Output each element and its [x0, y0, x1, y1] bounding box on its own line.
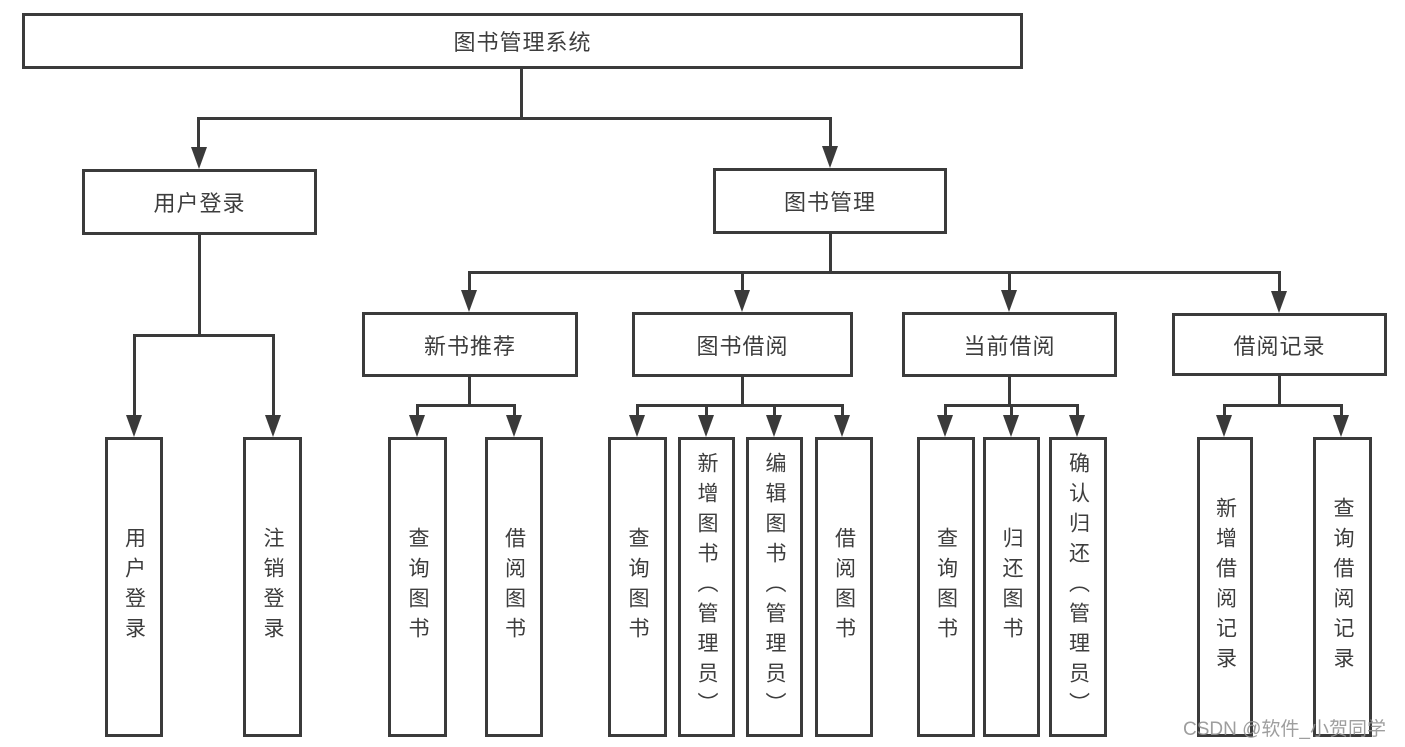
csdn-watermark: CSDN @软件_小贺同学	[1183, 719, 1386, 740]
leaf-edit-book-admin: 编辑图书（管理员）	[746, 437, 803, 737]
arrowhead-cb-confirm-icon	[1069, 415, 1085, 437]
node-root-label: 图书管理系统	[453, 30, 592, 55]
leaf-recommend-query-book: 查询图书	[388, 437, 447, 737]
node-new-book-recommend-label: 新书推荐	[423, 333, 516, 359]
connector-book-borrow-rail	[636, 404, 844, 407]
node-book-borrow-label: 图书借阅	[696, 333, 789, 359]
connector-new-book-recommend-rail	[416, 404, 516, 407]
arrowhead-bb-edit-icon	[766, 415, 782, 437]
arrowhead-br-query-icon	[1333, 415, 1349, 437]
connector-drop-leaf-user-login	[133, 334, 136, 417]
arrowhead-book-management-icon	[822, 146, 838, 168]
node-book-management: 图书管理	[713, 168, 947, 234]
connector-borrow-record-stem	[1278, 376, 1281, 406]
leaf-confirm-return-admin-label: 确认归还（管理员）	[1066, 452, 1090, 722]
connector-book-management-stem	[829, 234, 832, 273]
node-current-borrow: 当前借阅	[902, 312, 1117, 377]
connector-drop-recommend-borrow	[513, 404, 516, 416]
leaf-borrow-book: 借阅图书	[815, 437, 873, 737]
leaf-current-query-book: 查询图书	[917, 437, 975, 737]
connector-drop-book-management	[829, 117, 832, 148]
leaf-add-book-admin-label: 新增图书（管理员）	[695, 452, 718, 722]
leaf-borrow-query-book-label: 查询图书	[626, 527, 649, 647]
leaf-user-login-label: 用户登录	[122, 527, 146, 647]
connector-drop-book-borrow	[741, 271, 744, 291]
node-book-management-label: 图书管理	[783, 190, 876, 215]
leaf-borrow-query-book: 查询图书	[608, 437, 667, 737]
connector-drop-cb-confirm	[1076, 404, 1079, 416]
node-book-borrow: 图书借阅	[632, 312, 853, 377]
arrowhead-leaf-logout-icon	[265, 415, 281, 437]
leaf-add-book-admin: 新增图书（管理员）	[678, 437, 735, 737]
arrowhead-cb-return-icon	[1003, 415, 1019, 437]
arrowhead-bb-add-icon	[698, 415, 714, 437]
connector-new-book-recommend-stem	[468, 377, 471, 406]
connector-current-borrow-stem	[1008, 377, 1011, 406]
node-new-book-recommend: 新书推荐	[362, 312, 578, 377]
connector-user-login-stem	[198, 235, 201, 337]
arrowhead-recommend-query-icon	[409, 415, 425, 437]
connector-level2-rail	[468, 271, 1281, 274]
arrowhead-recommend-borrow-icon	[506, 415, 522, 437]
leaf-add-borrow-record: 新增借阅记录	[1197, 437, 1253, 737]
arrowhead-book-borrow-icon	[734, 290, 750, 312]
connector-drop-bb-edit	[773, 404, 776, 416]
leaf-confirm-return-admin: 确认归还（管理员）	[1049, 437, 1107, 737]
leaf-recommend-borrow-book: 借阅图书	[485, 437, 543, 737]
connector-book-borrow-stem	[741, 377, 744, 406]
leaf-user-login: 用户登录	[105, 437, 163, 737]
arrowhead-cb-query-icon	[937, 415, 953, 437]
leaf-query-borrow-record: 查询借阅记录	[1313, 437, 1372, 737]
connector-drop-bb-add	[705, 404, 708, 416]
leaf-logout: 注销登录	[243, 437, 302, 737]
connector-drop-bb-borrow	[841, 404, 844, 416]
node-root: 图书管理系统	[22, 13, 1023, 69]
arrowhead-borrow-record-icon	[1271, 291, 1287, 313]
connector-drop-br-query	[1340, 404, 1343, 416]
connector-level1-rail	[197, 117, 832, 120]
node-user-login: 用户登录	[82, 169, 317, 235]
leaf-return-book-label: 归还图书	[1000, 527, 1023, 647]
connector-root-stem	[520, 68, 523, 118]
arrowhead-current-borrow-icon	[1001, 290, 1017, 312]
node-borrow-record-label: 借阅记录	[1233, 333, 1326, 359]
connector-drop-cb-return	[1010, 404, 1013, 416]
arrowhead-bb-borrow-icon	[834, 415, 850, 437]
arrowhead-leaf-user-login-icon	[126, 415, 142, 437]
connector-drop-new-book-recommend	[468, 271, 471, 291]
leaf-return-book: 归还图书	[983, 437, 1040, 737]
connector-drop-cb-query	[944, 404, 947, 416]
connector-drop-leaf-logout	[272, 334, 275, 417]
connector-drop-br-add	[1223, 404, 1226, 416]
connector-borrow-record-rail	[1223, 404, 1343, 407]
connector-drop-bb-query	[636, 404, 639, 416]
connector-drop-user-login	[197, 117, 200, 149]
arrowhead-new-book-recommend-icon	[461, 290, 477, 312]
node-borrow-record: 借阅记录	[1172, 313, 1387, 376]
node-current-borrow-label: 当前借阅	[963, 333, 1056, 359]
leaf-edit-book-admin-label: 编辑图书（管理员）	[763, 452, 786, 722]
leaf-add-borrow-record-label: 新增借阅记录	[1213, 497, 1237, 677]
leaf-borrow-book-label: 借阅图书	[832, 527, 856, 647]
connector-drop-borrow-record	[1278, 271, 1281, 291]
arrowhead-bb-query-icon	[629, 415, 645, 437]
leaf-recommend-borrow-book-label: 借阅图书	[502, 527, 526, 647]
leaf-current-query-book-label: 查询图书	[934, 527, 958, 647]
node-user-login-label: 用户登录	[153, 191, 246, 216]
connector-drop-current-borrow	[1008, 271, 1011, 291]
leaf-query-borrow-record-label: 查询借阅记录	[1331, 497, 1354, 677]
arrowhead-user-login-icon	[191, 147, 207, 169]
arrowhead-br-add-icon	[1216, 415, 1232, 437]
leaf-logout-label: 注销登录	[261, 527, 284, 647]
leaf-recommend-query-book-label: 查询图书	[406, 527, 429, 647]
connector-drop-recommend-query	[416, 404, 419, 416]
connector-user-login-rail	[133, 334, 275, 337]
